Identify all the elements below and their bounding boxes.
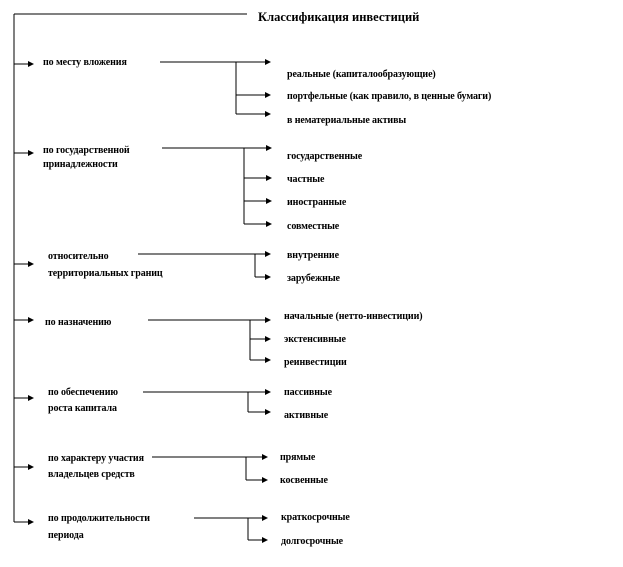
item-domestic: внутренние — [287, 250, 339, 261]
item-private: частные — [287, 174, 325, 185]
item-arrowhead — [265, 409, 271, 415]
item-indirect: косвенные — [280, 475, 328, 486]
group-arrowhead — [28, 61, 34, 67]
item-direct: прямые — [280, 452, 316, 463]
item-active: активные — [284, 410, 329, 421]
item-arrowhead — [265, 92, 271, 98]
group-label-territory-line2: территориальных границ — [48, 268, 163, 279]
group-arrowhead — [28, 261, 34, 267]
item-arrowhead — [266, 145, 272, 151]
item-arrowhead — [265, 59, 271, 65]
item-arrowhead — [266, 175, 272, 181]
diagram-title: Классификация инвестиций — [258, 10, 420, 24]
item-arrowhead — [265, 389, 271, 395]
item-arrowhead — [266, 198, 272, 204]
item-arrowhead — [262, 537, 268, 543]
group-arrowhead — [28, 317, 34, 323]
item-arrowhead — [262, 477, 268, 483]
item-short-term: краткосрочные — [281, 512, 350, 523]
item-arrowhead — [265, 336, 271, 342]
item-arrowhead — [265, 251, 271, 257]
group-label-duration-line1: по продолжительности — [48, 513, 150, 524]
item-passive: пассивные — [284, 387, 332, 398]
item-arrowhead — [266, 221, 272, 227]
item-extensive: экстенсивные — [284, 334, 346, 345]
item-foreign: иностранные — [287, 197, 347, 208]
item-reinvestment: реинвестиции — [284, 357, 347, 368]
item-arrowhead — [265, 274, 271, 280]
item-intangible: в нематериальные активы — [287, 115, 407, 126]
group-label-capital-line1: по обеспечению — [48, 387, 118, 398]
item-arrowhead — [262, 515, 268, 521]
group-label-ownership-line2: принадлежности — [43, 159, 118, 170]
item-abroad: зарубежные — [287, 273, 340, 284]
group-label-duration-line2: периода — [48, 530, 84, 541]
item-arrowhead — [265, 357, 271, 363]
item-arrowhead — [265, 111, 271, 117]
group-arrowhead — [28, 519, 34, 525]
item-arrowhead — [262, 454, 268, 460]
group-arrowhead — [28, 464, 34, 470]
group-label-purpose: по назначению — [45, 317, 112, 328]
group-label-participation-line2: владельцев средств — [48, 469, 135, 480]
group-label-territory-line1: относительно — [48, 251, 109, 262]
group-label-capital-line2: роста капитала — [48, 403, 117, 414]
group-arrowhead — [28, 395, 34, 401]
group-label-participation-line1: по характеру участия — [48, 453, 144, 464]
item-joint: совместные — [287, 221, 340, 232]
group-arrowhead — [28, 150, 34, 156]
item-real: реальные (капиталообразующие) — [287, 69, 436, 80]
group-label-place: по месту вложения — [43, 57, 127, 68]
item-state: государственные — [287, 151, 363, 162]
item-portfolio: портфельные (как правило, в ценные бумаг… — [287, 91, 492, 102]
item-initial: начальные (нетто-инвестиции) — [284, 311, 423, 322]
group-label-ownership-line1: по государственной — [43, 145, 130, 156]
item-long-term: долгосрочные — [281, 536, 344, 547]
item-arrowhead — [265, 317, 271, 323]
